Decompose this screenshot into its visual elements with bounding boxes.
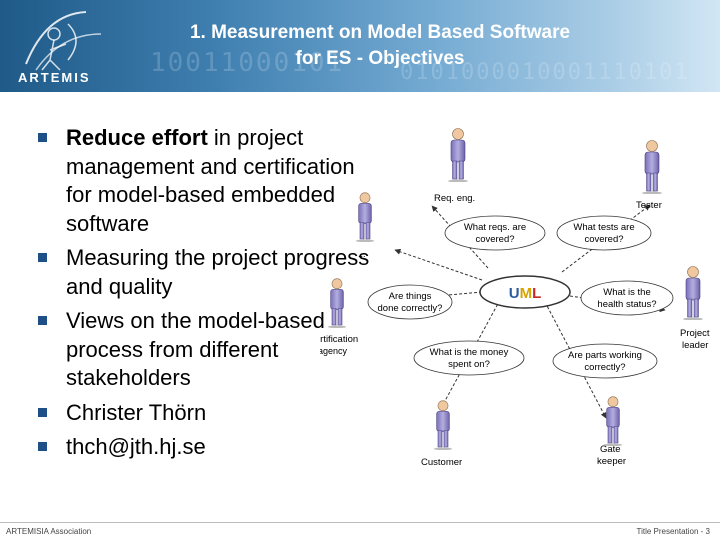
stakeholder-diagram: What reqs. are covered? What tests are c…: [320, 128, 710, 468]
tester-icon: [641, 140, 663, 194]
req-engineer-icon: [447, 128, 469, 182]
bubble-tests: What tests are covered?: [556, 215, 652, 251]
bubble-parts: Are parts working correctly?: [552, 343, 658, 379]
bullet-text: Measuring the project progress and quali…: [66, 245, 370, 299]
actor-label: Certification: [320, 334, 358, 345]
bullet-item: Reduce effort in project management and …: [38, 124, 378, 238]
bullet-item: Christer Thörn: [38, 399, 378, 428]
actor-label: keeper: [597, 456, 626, 467]
other-stakeholder-icon: [355, 192, 375, 242]
actor-label: Req. eng.: [434, 193, 475, 204]
actor-label: ...: [358, 249, 366, 259]
footer-divider: [0, 522, 720, 523]
customer-icon: [433, 400, 453, 450]
actor-label: Customer: [421, 457, 462, 468]
bubble-text: spent on?: [448, 359, 490, 370]
bullet-item: Measuring the project progress and quali…: [38, 244, 378, 301]
header-banner: 10011000101 0101000010001110101 ARTEMIS …: [0, 0, 720, 92]
actor-label: leader: [682, 340, 708, 351]
bubble-text: correctly?: [584, 362, 625, 373]
bubble-money: What is the money spent on?: [413, 340, 525, 376]
bubble-reqs: What reqs. are covered?: [444, 215, 546, 251]
gate-keeper-icon: [603, 396, 623, 446]
bubble-text: Are parts working: [568, 350, 642, 361]
uml-label: UML: [509, 285, 542, 302]
bubble-text: done correctly?: [378, 303, 443, 314]
bubble-text: What is the money: [430, 347, 509, 358]
bubble-text: What is the: [603, 287, 651, 298]
binary-pattern: 0101000010001110101: [400, 60, 690, 85]
uml-center: UML: [479, 275, 571, 309]
footer-left: ARTEMISIA Association: [6, 527, 92, 536]
title-line: for ES - Objectives: [295, 48, 465, 69]
actor-label: Project: [680, 328, 710, 339]
title-line: 1. Measurement on Model Based Software: [189, 22, 571, 43]
bubble-text: covered?: [475, 234, 514, 245]
bullet-item: Views on the model-based process from di…: [38, 307, 378, 393]
certification-agency-icon: [327, 278, 347, 328]
bullet-text: Christer Thörn: [66, 399, 207, 425]
page-title: 1. Measurement on Model Based Software f…: [130, 20, 630, 72]
bubble-text: covered?: [584, 234, 623, 245]
bubble-text: Are things: [389, 291, 432, 302]
project-leader-icon: [682, 266, 704, 320]
actor-label: agency: [320, 346, 348, 356]
actor-label: Gate: [600, 444, 621, 455]
bullet-list: Reduce effort in project management and …: [38, 124, 378, 468]
bubble-text: What reqs. are: [464, 222, 526, 233]
bullet-text: Views on the model-based process from di…: [66, 308, 325, 390]
bubble-health: What is the health status?: [580, 280, 674, 316]
bullet-text: in project management and certification …: [66, 125, 355, 236]
logo-text: ARTEMIS: [18, 70, 91, 85]
footer-right: Title Presentation - 3: [636, 527, 710, 536]
artemis-logo-icon: [25, 11, 102, 71]
bullet-item: thch@jth.hj.se: [38, 433, 378, 462]
bullet-text: thch@jth.hj.se: [66, 434, 206, 459]
actor-label: Tester: [636, 200, 662, 211]
bubble-text: What tests are: [573, 222, 634, 233]
bubble-text: health status?: [597, 299, 656, 310]
binary-pattern: 10011000101: [150, 48, 345, 78]
bubble-done: Are things done correctly?: [367, 284, 453, 320]
bullet-bold: Reduce effort: [66, 125, 208, 150]
